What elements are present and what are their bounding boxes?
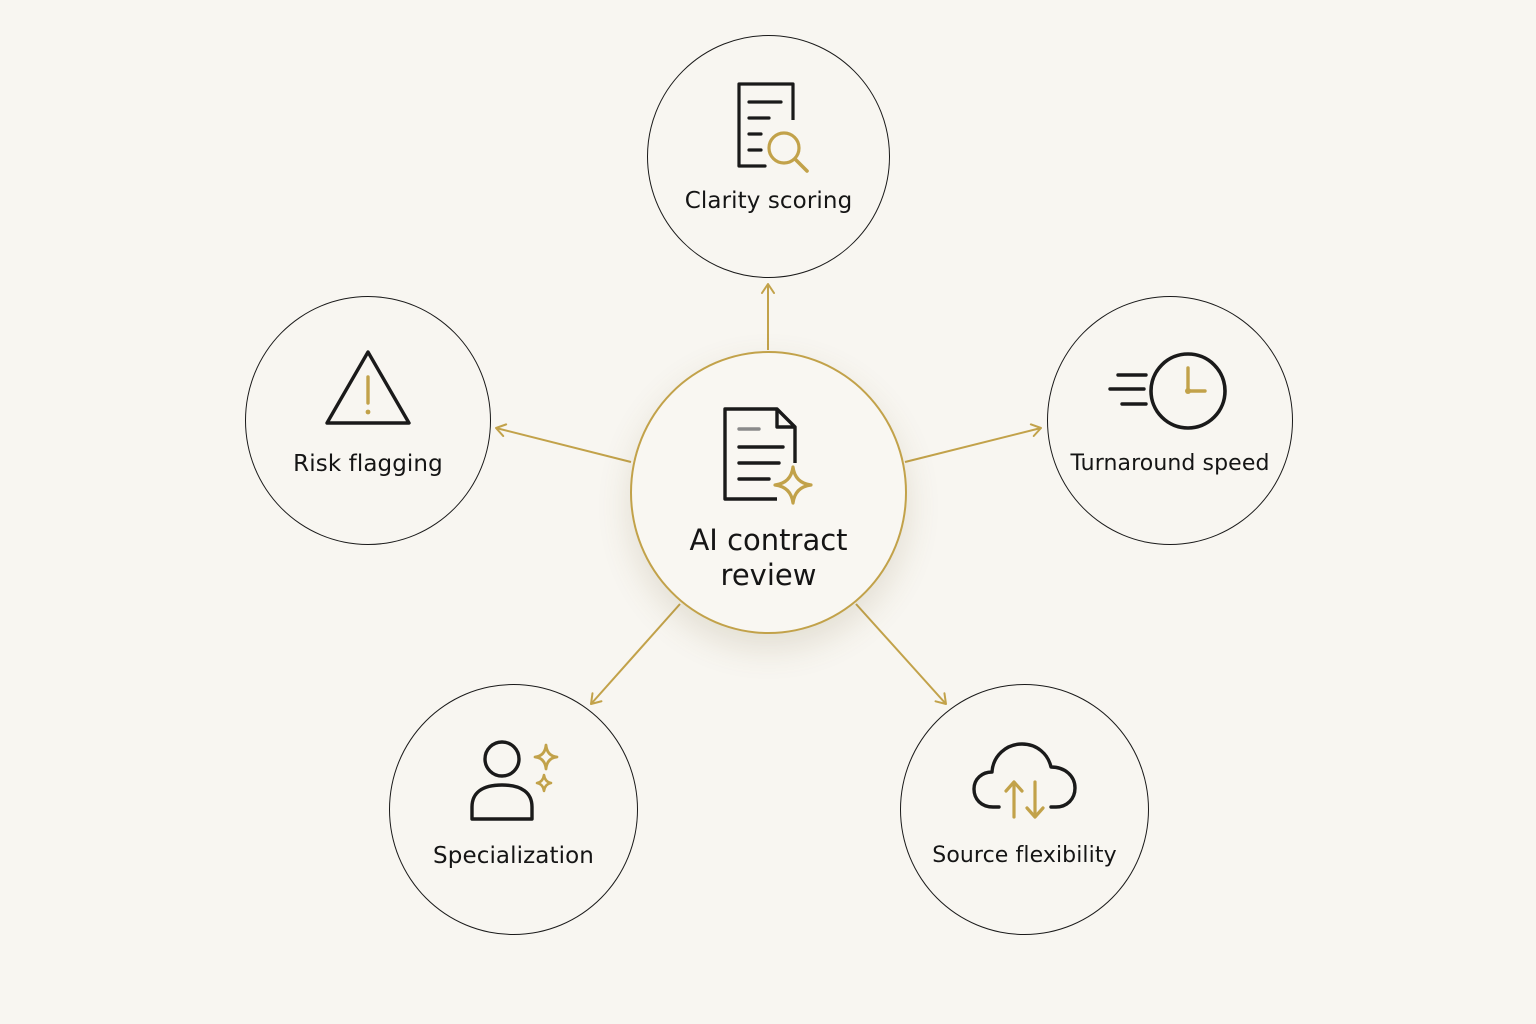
node-source-flexibility: Source flexibility <box>900 684 1149 935</box>
center-hub: AI contract review <box>630 351 907 634</box>
arrow-to-source-flexibility <box>855 603 947 705</box>
center-label: AI contract review <box>632 523 905 593</box>
arrow-to-specialization <box>590 603 681 705</box>
node-label: Specialization <box>433 843 594 869</box>
warning-triangle-icon <box>325 350 411 425</box>
document-sparkle-icon <box>722 407 813 505</box>
node-label: Clarity scoring <box>684 188 853 214</box>
user-sparkle-icon <box>469 740 558 821</box>
arrow-to-risk-flagging <box>495 423 632 463</box>
node-turnaround-speed: Turnaround speed <box>1047 296 1293 545</box>
center-label-line2: review <box>720 558 817 592</box>
clock-fast-icon <box>1108 352 1227 430</box>
node-risk-flagging: Risk flagging <box>245 296 491 545</box>
arrow-to-turnaround-speed <box>904 423 1042 463</box>
node-label: Turnaround speed <box>1070 451 1270 476</box>
center-label-line1: AI contract <box>689 523 848 557</box>
node-clarity-scoring: Clarity scoring <box>647 35 890 278</box>
cloud-sync-icon <box>971 742 1077 819</box>
node-label: Risk flagging <box>293 451 443 477</box>
document-search-icon <box>736 82 809 173</box>
node-specialization: Specialization <box>389 684 638 935</box>
node-label: Source flexibility <box>932 843 1117 868</box>
